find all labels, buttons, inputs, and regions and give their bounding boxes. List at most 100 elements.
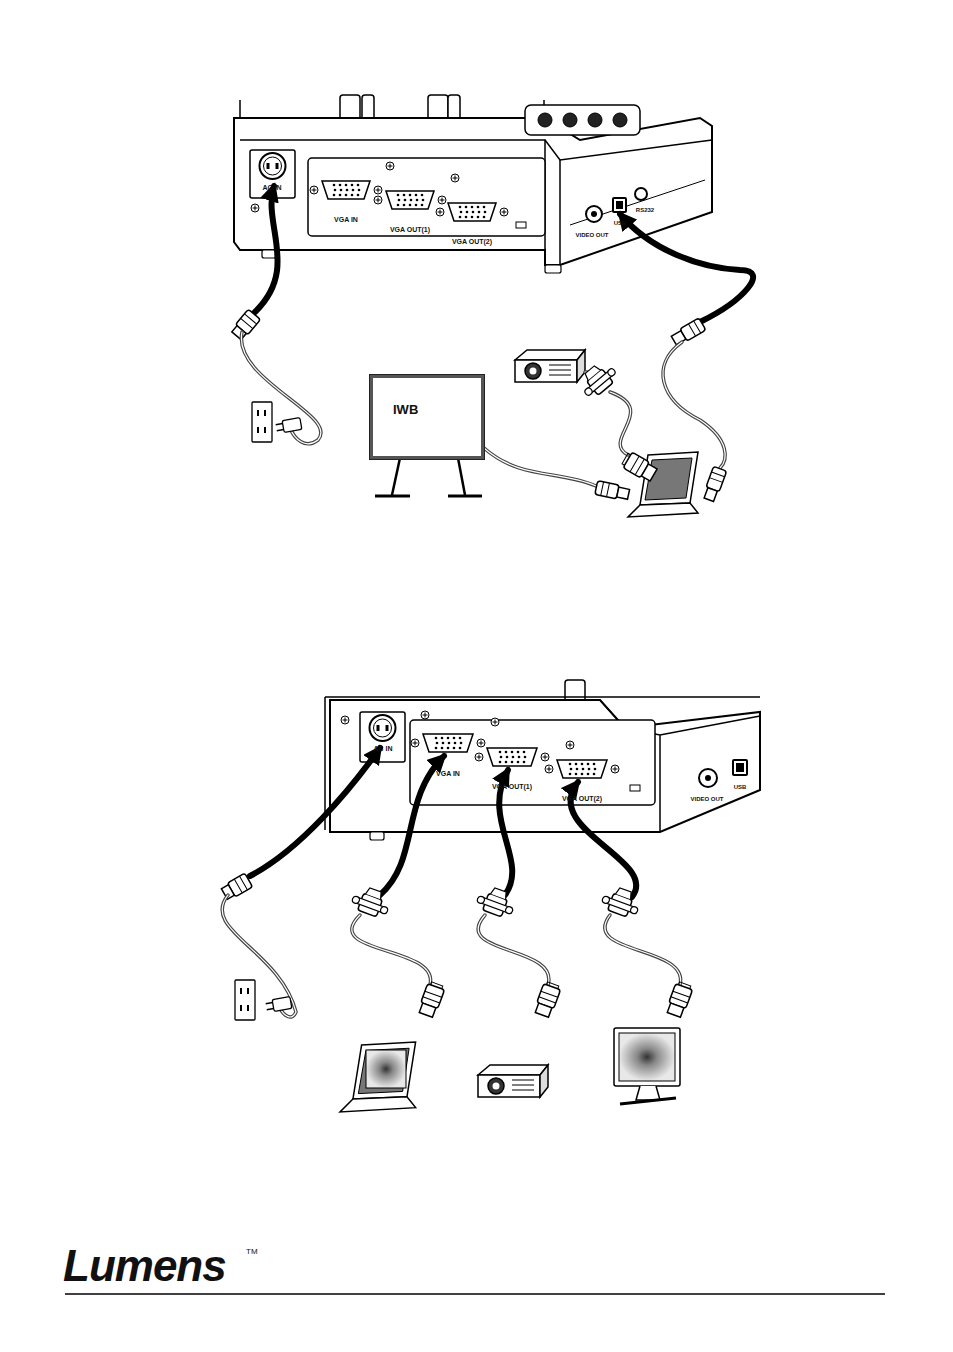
- drawing-part: [454, 742, 457, 745]
- drawing-part: [459, 206, 462, 209]
- screw: [374, 196, 382, 204]
- vga-plug: [600, 884, 643, 920]
- drawing-part: [500, 208, 508, 216]
- drawing-part: [547, 767, 552, 772]
- drawing-part: [471, 216, 474, 219]
- drawing-part: [351, 184, 354, 187]
- drawing-part: [465, 206, 468, 209]
- drawing-part: [423, 734, 473, 752]
- drawing-part: [440, 198, 445, 203]
- drawing-part: [493, 1083, 500, 1090]
- screw: [310, 186, 318, 194]
- rs232-port: [635, 188, 647, 200]
- base-edge: [545, 140, 712, 160]
- screw: [611, 765, 619, 773]
- screw: [436, 208, 444, 216]
- drawing-part: [397, 204, 400, 207]
- trademark-mark: TM: [246, 1248, 258, 1257]
- thin-cord: [610, 392, 631, 455]
- drawing-part: [588, 768, 591, 771]
- usb-plug: [595, 481, 630, 502]
- drawing-part: [630, 906, 639, 915]
- drawing-part: [483, 206, 486, 209]
- outlet-slot: [240, 1005, 242, 1011]
- drawing-part: [587, 773, 590, 776]
- drawing-part: [505, 761, 508, 764]
- ac-pin: [377, 725, 380, 731]
- drawing-part: [512, 756, 515, 759]
- drawing-part: [530, 368, 537, 375]
- thick-cable: [255, 186, 278, 312]
- vga-port: [386, 191, 434, 209]
- thin-cord: [605, 915, 681, 985]
- thin-cord-core: [484, 448, 596, 486]
- vga-port: [423, 734, 473, 752]
- port-label: USB: [614, 220, 627, 227]
- drawing-part: [543, 755, 548, 760]
- drawing-part: [351, 895, 360, 904]
- drawing-part: [502, 210, 507, 215]
- drawing-part: [334, 189, 337, 192]
- whiteboard-screen: IWB: [370, 375, 484, 459]
- drawing-part: [518, 756, 521, 759]
- stand-leg: [392, 458, 465, 495]
- drawing-part: [415, 194, 418, 197]
- drawing-part: [388, 164, 393, 169]
- frame-edge: [240, 100, 544, 118]
- drawing-part: [358, 189, 361, 192]
- drawing-part: [549, 365, 571, 375]
- thin-cord-core: [241, 332, 321, 444]
- rear-panel: [410, 720, 655, 805]
- monitor: [614, 1028, 680, 1086]
- drawing-part: [322, 181, 370, 199]
- outlet-slot: [264, 427, 266, 433]
- vga-port: [448, 203, 496, 221]
- vga-port: [557, 760, 607, 778]
- drawing-part: [479, 741, 484, 746]
- drawing-part: [557, 760, 607, 778]
- drawing-part: [487, 748, 537, 766]
- drawing-part: [499, 751, 502, 754]
- drawing-part: [535, 1003, 552, 1017]
- screen-label: IWB: [373, 378, 481, 417]
- drawing-part: [386, 162, 394, 170]
- screw: [374, 186, 382, 194]
- thin-cord: [352, 915, 431, 985]
- video-plug: [665, 981, 693, 1018]
- drawing-part: [593, 773, 596, 776]
- usb-port: [613, 198, 626, 212]
- video-out-port: [586, 206, 602, 222]
- button: [538, 113, 552, 127]
- thin-cord-core: [222, 895, 296, 1017]
- drawing-part: [374, 196, 382, 204]
- drawing-part: [517, 761, 520, 764]
- thin-cord-core: [605, 915, 681, 985]
- port-label: VGA IN: [436, 770, 460, 778]
- drawing-part: [568, 743, 573, 748]
- drawing-part: [569, 773, 572, 776]
- ac-socket-plate: [360, 712, 405, 762]
- drawing-part: [601, 482, 610, 497]
- drawing-part: [617, 487, 630, 499]
- drawing-part: [276, 424, 284, 431]
- drawing-part: [410, 199, 413, 202]
- drawing-part: [601, 895, 610, 904]
- drawing-part: [459, 747, 462, 750]
- drawing-part: [616, 887, 633, 899]
- drawing-part: [441, 747, 444, 750]
- drawing-part: [484, 211, 487, 214]
- port-label: VIDEO OUT: [690, 796, 723, 803]
- port-label: VIDEO OUT: [575, 232, 608, 239]
- small-icon: [630, 785, 640, 791]
- base-edge: [559, 160, 561, 265]
- drawing-part: [310, 186, 318, 194]
- drawing-part: [478, 1065, 548, 1075]
- drawing-part: [483, 216, 486, 219]
- outlet-slot: [240, 988, 242, 994]
- footer-rule: [65, 1293, 885, 1295]
- laptop: [340, 1042, 416, 1112]
- vga-plug: [350, 884, 393, 920]
- side-panel-edge: [570, 180, 705, 225]
- thin-cord: [478, 915, 549, 985]
- wall-outlet: [235, 980, 255, 1020]
